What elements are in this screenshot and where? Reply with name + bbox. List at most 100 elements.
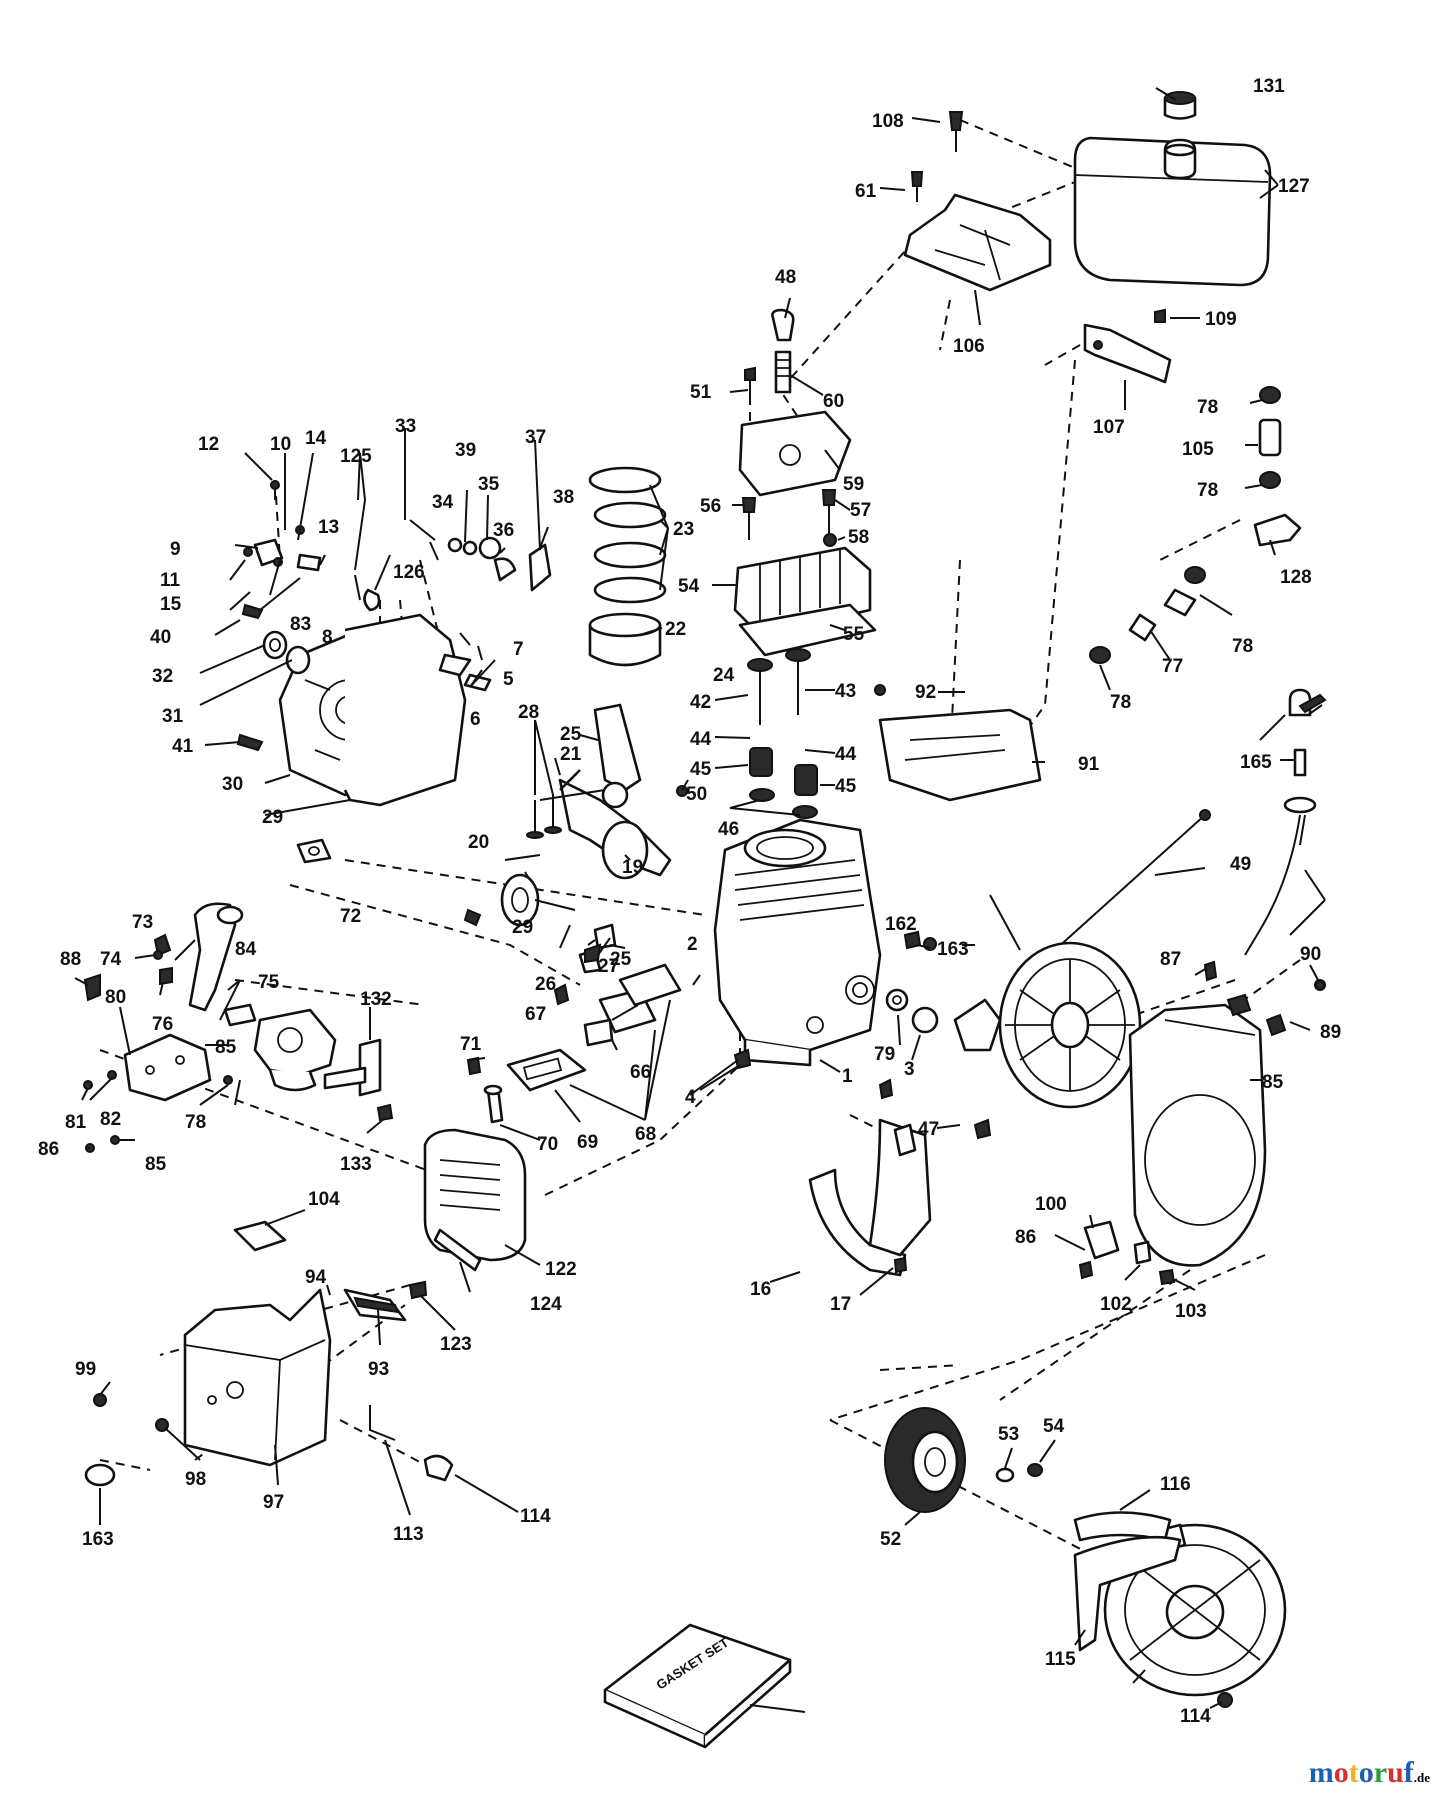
part-label-33: 32	[152, 666, 173, 687]
part-label-51: 50	[686, 784, 707, 805]
throttle-control-drawing	[323, 1038, 382, 1097]
part-label-103: 100	[1035, 1194, 1067, 1215]
part-label-54: 53	[998, 1424, 1019, 1445]
part-label-19: 19	[622, 857, 643, 878]
part-label-47: 46	[718, 819, 739, 840]
cylinder-head-drawing	[733, 546, 877, 657]
flywheel-drawing	[953, 941, 1142, 1109]
connecting-rod-drawing	[593, 703, 642, 809]
part-label-7: 7	[513, 639, 524, 660]
watermark-text: motoruf	[1309, 1756, 1414, 1789]
part-label-80: 79	[874, 1044, 895, 1065]
part-label-127: 132	[360, 989, 392, 1010]
part-label-112: 109	[1205, 309, 1237, 330]
ignition-module-drawing	[1083, 1220, 1152, 1265]
part-label-107: 105	[1182, 439, 1214, 460]
part-label-104: 102	[1100, 1294, 1132, 1315]
part-label-124: 127	[1278, 176, 1310, 197]
part-label-65: 60	[823, 391, 844, 412]
part-label-41: 40	[150, 627, 171, 648]
part-label-114: 114	[520, 1506, 551, 1527]
mounting-plate-drawing	[878, 708, 1042, 802]
part-label-5: 5	[503, 669, 514, 690]
part-label-10: 10	[270, 434, 291, 455]
watermark-letter: m	[1308, 1756, 1334, 1789]
part-label-21: 21	[560, 744, 582, 765]
part-label-110: 108	[872, 111, 904, 132]
part-label-106: 104	[308, 1189, 340, 1210]
part-label-94: 90	[1300, 944, 1321, 965]
part-label-132: 163	[937, 939, 969, 960]
part-label-81: 80	[105, 987, 126, 1008]
part-label-3: 3	[904, 1059, 915, 1080]
intake-pipe-drawing	[188, 902, 244, 1012]
part-label-85: 84	[235, 939, 257, 960]
bracket-109-drawing	[1083, 323, 1172, 384]
part-label-42: 41	[172, 736, 194, 757]
watermark-suffix: .de	[1413, 1770, 1430, 1785]
part-label-109: 107	[1093, 417, 1125, 438]
part-label-30: 29	[262, 807, 283, 828]
watermark-logo: motoruf.de	[1309, 1756, 1430, 1790]
part-label-77: 78	[185, 1112, 206, 1133]
part-label-45b: 44	[835, 744, 857, 765]
part-label-29: 29	[512, 917, 533, 938]
part-label-95: 91	[1078, 754, 1100, 775]
part-label-56: 54	[678, 576, 700, 597]
part-label-57: 55	[843, 624, 865, 645]
part-label-53: 52	[880, 1529, 901, 1550]
part-label-36: 35	[478, 474, 500, 495]
part-label-45a: 44	[690, 729, 712, 750]
control-box-drawing	[183, 1288, 332, 1467]
part-label-14: 14	[305, 428, 327, 449]
part-label-122: 125	[340, 446, 372, 467]
part-label-4: 4	[685, 1087, 696, 1108]
part-label-32: 31	[162, 706, 184, 727]
leader-lines	[74, 87, 1326, 1713]
piston-rings-drawing	[588, 466, 667, 604]
part-label-134: 165	[1240, 752, 1272, 773]
primer-parts-drawing	[233, 1220, 454, 1482]
part-label-46a: 45	[690, 759, 712, 780]
part-label-91: 87	[1160, 949, 1181, 970]
fuel-tank-drawing	[1073, 136, 1272, 287]
part-label-93: 89	[1320, 1022, 1341, 1043]
part-drawings: GASKET SET	[84, 91, 1317, 1749]
part-label-76: 76	[152, 1014, 173, 1035]
part-label-128: 133	[340, 1154, 372, 1175]
part-label-117: 116	[1160, 1474, 1191, 1495]
part-label-115: 114	[1180, 1706, 1211, 1727]
part-label-70: 70	[537, 1134, 558, 1155]
starter-cup-drawing	[884, 1407, 966, 1513]
part-label-99: 97	[263, 1492, 284, 1513]
blower-housing-drawing	[1128, 1003, 1267, 1267]
part-label-23: 24	[713, 665, 735, 686]
fastener-drawings	[83, 111, 1327, 1708]
tappets-drawing	[526, 795, 562, 839]
oil-seals-drawing	[262, 630, 311, 675]
exhaust-pipe-drawing	[483, 1084, 504, 1124]
part-label-126: 131	[1253, 76, 1285, 97]
part-label-38: 37	[525, 427, 546, 448]
part-label-17: 17	[830, 1294, 851, 1315]
part-label-25b: 25	[610, 949, 632, 970]
part-label-97: 93	[368, 1359, 389, 1380]
part-label-87: 85	[145, 1154, 167, 1175]
muffler-drawing	[423, 1128, 527, 1262]
part-label-133: 163	[82, 1529, 114, 1550]
muffler-clamp-drawing	[433, 1228, 482, 1272]
part-label-9: 9	[170, 539, 181, 560]
part-label-40: 39	[455, 440, 476, 461]
part-label-102: 99	[75, 1359, 96, 1380]
part-label-116: 115	[1045, 1649, 1076, 1670]
washers-drawing	[995, 1463, 1043, 1483]
part-label-96: 92	[915, 682, 936, 703]
part-label-89: 85	[1262, 1072, 1284, 1093]
part-label-105: 103	[1175, 1301, 1207, 1322]
part-label-24: 23	[673, 519, 694, 540]
part-label-78: 77	[1162, 656, 1183, 677]
watermark-letter: r	[1373, 1756, 1388, 1789]
crankshaft-drawing	[558, 769, 672, 880]
part-label-11: 11	[160, 570, 181, 591]
